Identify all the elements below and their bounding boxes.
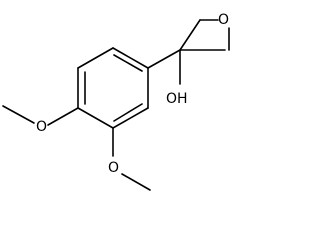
methoxy-para-oxygen-label: O — [36, 119, 47, 135]
oxetane-ring — [179, 19, 230, 51]
bond-o-meta-methyl — [121, 173, 151, 191]
chemical-structure-diagram: O OH O O — [2, 12, 230, 191]
hydroxyl-label: OH — [166, 91, 188, 107]
bond-c2-c3 — [112, 107, 149, 129]
benzene-ring — [77, 47, 149, 129]
bond-c5-c6 — [77, 47, 114, 69]
ring-oxygen-label: O — [218, 12, 229, 28]
bond-o-para-methyl — [2, 105, 35, 124]
bond-c4-o-para — [47, 107, 79, 126]
double-bond-c2-c3-inner — [113, 103, 143, 122]
double-bond-c6-c1-inner — [113, 54, 143, 72]
bond-c3-c4 — [77, 107, 114, 129]
bond-c6-c1 — [112, 47, 149, 69]
bond-c3-ch2-top — [179, 19, 201, 51]
bond-aryl-oxetane — [147, 49, 181, 69]
methoxy-meta-oxygen-label: O — [108, 160, 119, 176]
